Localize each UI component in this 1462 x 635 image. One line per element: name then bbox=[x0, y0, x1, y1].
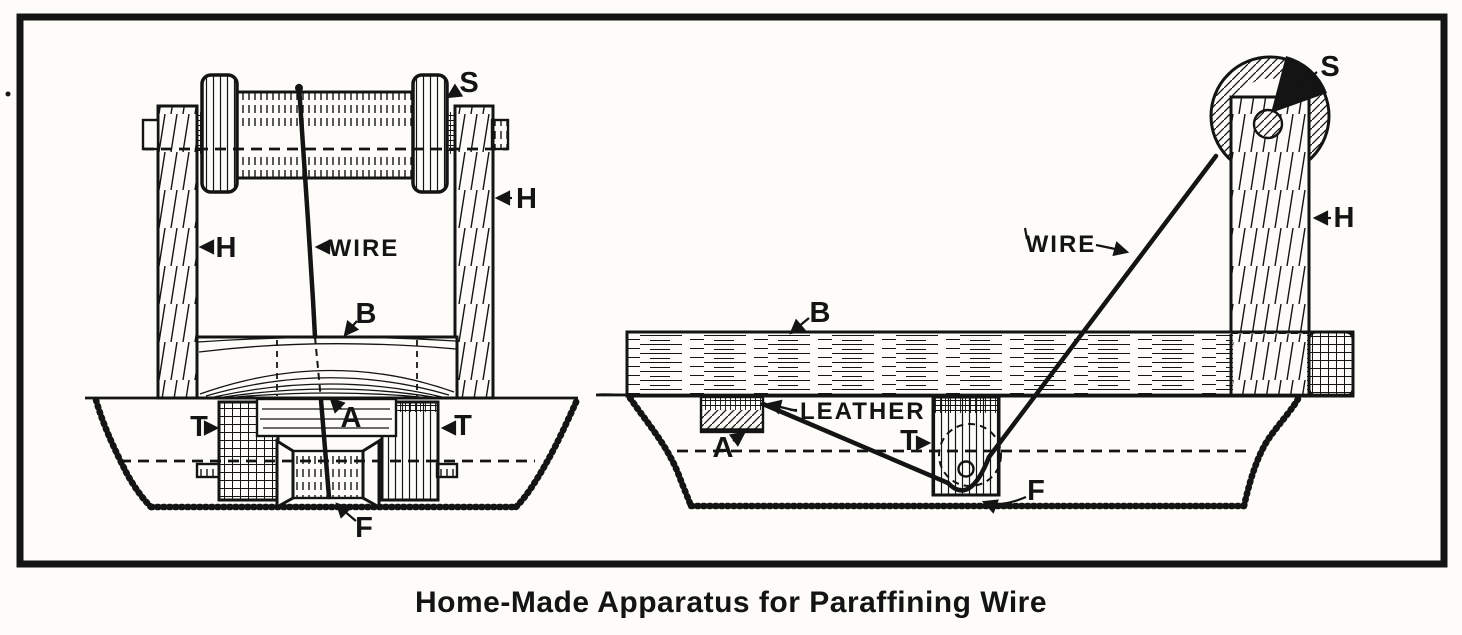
right-label-board: B bbox=[810, 297, 831, 329]
figure-frame bbox=[16, 13, 1448, 568]
left-label-pulley: F bbox=[355, 512, 373, 544]
left-label-trough-left: T bbox=[190, 411, 208, 443]
left-label-wire: WIRE bbox=[329, 235, 400, 262]
right-label-spool: S bbox=[1320, 51, 1339, 83]
right-board-b bbox=[596, 330, 1355, 398]
right-label-block: A bbox=[713, 432, 734, 464]
right-label-pulley: F bbox=[1027, 475, 1045, 507]
right-spool-axle bbox=[1252, 56, 1327, 140]
left-label-post-right: H bbox=[516, 183, 537, 215]
right-label-trough: T bbox=[900, 425, 918, 457]
left-spool bbox=[143, 73, 508, 194]
pulley-axle-hole bbox=[957, 460, 975, 478]
left-label-trough-right: T bbox=[454, 410, 472, 442]
left-view-labels: S H H WIRE B A T T F bbox=[190, 67, 537, 544]
left-label-post-left: H bbox=[216, 232, 237, 264]
left-label-board: B bbox=[356, 298, 377, 330]
right-t-block bbox=[931, 395, 1002, 497]
figure-caption: Home-Made Apparatus for Paraffining Wire bbox=[415, 586, 1047, 619]
left-pan bbox=[85, 396, 581, 511]
wire-end-taper bbox=[596, 393, 640, 397]
right-view-side-elevation: B WIRE S H LEATHER A T F bbox=[596, 51, 1355, 514]
right-label-post: H bbox=[1334, 202, 1355, 234]
right-view-labels: B WIRE S H LEATHER A T F bbox=[713, 51, 1355, 514]
left-board-b bbox=[195, 335, 459, 400]
left-label-block: A bbox=[341, 402, 362, 434]
left-board-a bbox=[255, 397, 398, 438]
right-pan bbox=[626, 394, 1302, 510]
right-label-leather: LEATHER bbox=[800, 398, 926, 425]
right-block-a bbox=[699, 395, 765, 434]
left-view-front-elevation: S H H WIRE B A T T F bbox=[85, 67, 581, 544]
right-wire bbox=[596, 153, 1219, 493]
spool-shadow-sector bbox=[1271, 56, 1327, 113]
left-label-spool: S bbox=[459, 67, 478, 99]
pulley-axle-pins bbox=[195, 462, 459, 479]
print-speck bbox=[5, 91, 11, 97]
right-label-wire: WIRE bbox=[1026, 231, 1097, 258]
left-wire bbox=[295, 83, 332, 500]
leather-pad bbox=[701, 397, 763, 410]
